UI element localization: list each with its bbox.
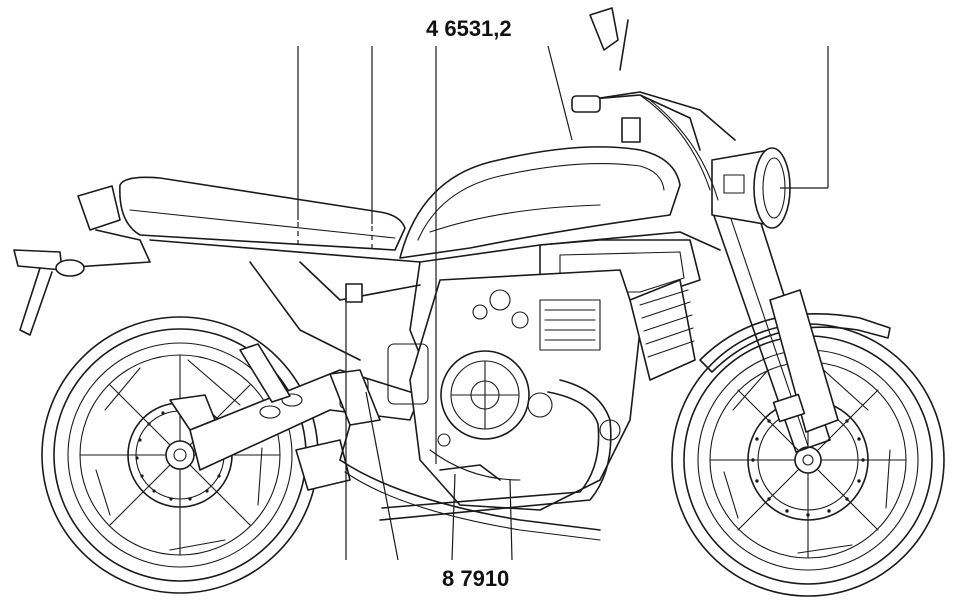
side-cover [387, 343, 429, 405]
top-callout-label: 4 6531,2 [426, 16, 512, 41]
turn-signal-stem [19, 267, 53, 336]
rear-shock [239, 343, 291, 403]
handlebar [571, 7, 736, 201]
bottom-leader-lines [345, 298, 513, 561]
top-leader-lines [297, 45, 829, 464]
rear-axle-hub [165, 440, 195, 470]
switch-housing [621, 117, 641, 143]
exhaust [295, 379, 612, 541]
fuel-tank [399, 146, 681, 259]
mirror-stem [619, 19, 629, 71]
rear-wheel [41, 316, 319, 594]
seat [119, 176, 406, 251]
footpegs [329, 369, 501, 481]
front-fender [699, 313, 891, 373]
front-fork [711, 194, 839, 453]
tail-section [13, 185, 151, 336]
mirror-icon [589, 7, 619, 51]
engine [339, 269, 641, 511]
headlight [711, 147, 791, 229]
radiator [629, 279, 696, 381]
bottom-callout-label: 8 7910 [442, 566, 509, 591]
license-bracket [13, 249, 63, 271]
tail-light [77, 185, 121, 231]
handle-grip [571, 95, 601, 113]
connector-box [345, 283, 363, 303]
exhaust-tip [295, 439, 351, 491]
